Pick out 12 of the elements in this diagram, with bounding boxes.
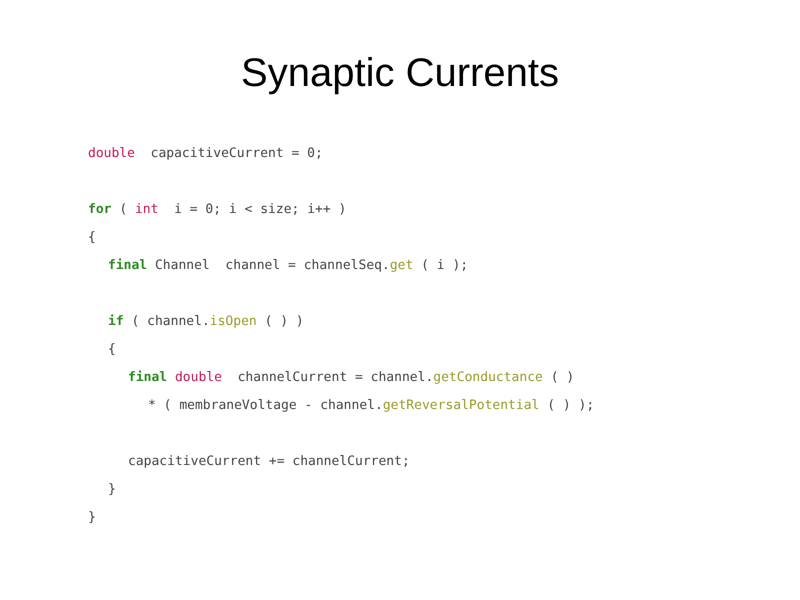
code-line: } xyxy=(88,509,96,527)
code-line: for ( int i = 0; i < size; i++ ) xyxy=(88,201,346,219)
code-line: final double channelCurrent = channel.getConductance ( ) xyxy=(128,369,574,387)
code-line: * ( membraneVoltage - channel.getReversalPotential ( ) ); xyxy=(148,397,594,415)
code-line: final Channel channel = channelSeq.get ( i ); xyxy=(108,257,468,275)
code-line: double capacitiveCurrent = 0; xyxy=(88,145,323,163)
code-line: { xyxy=(108,341,116,359)
code-line: if ( channel.isOpen ( ) ) xyxy=(108,313,304,331)
code-line: capacitiveCurrent += channelCurrent; xyxy=(128,453,410,471)
code-line: { xyxy=(88,229,96,247)
code-line: } xyxy=(108,481,116,499)
slide-title: Synaptic Currents xyxy=(241,50,559,97)
